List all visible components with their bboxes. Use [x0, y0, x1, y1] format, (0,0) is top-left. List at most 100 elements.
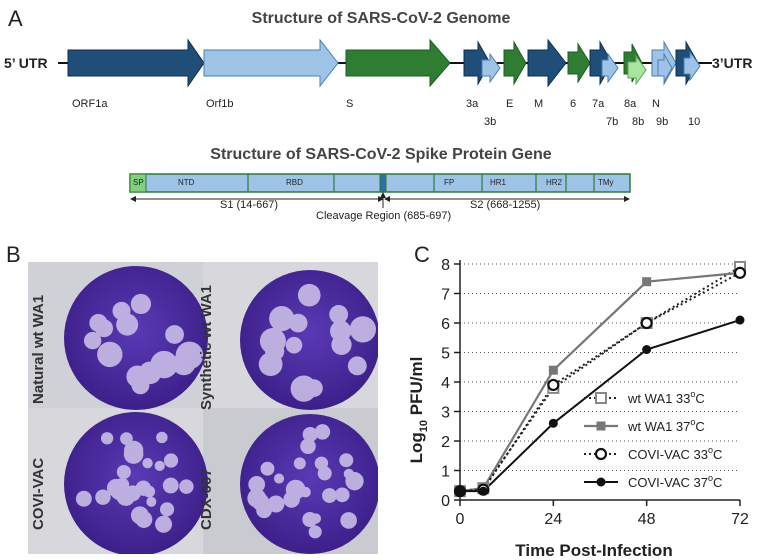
- y-axis-label-sub: 10: [418, 420, 430, 432]
- legend-label-end: C: [713, 447, 722, 462]
- plaque: [331, 334, 352, 355]
- legend-label-sup: o: [690, 389, 695, 399]
- domain-label-hr1: HR1: [490, 178, 507, 187]
- x-tick-label: 72: [731, 511, 749, 528]
- domain-label-sp: SP: [133, 178, 144, 187]
- plaque: [138, 361, 162, 385]
- plaque: [142, 457, 153, 469]
- y-tick-label: 8: [441, 257, 450, 274]
- legend-label-main: wt WA1 33: [627, 391, 690, 406]
- plaque: [308, 525, 322, 539]
- plaque: [285, 336, 303, 354]
- plaque: [248, 475, 266, 493]
- plaque: [116, 465, 131, 480]
- legend-label-end: C: [713, 475, 722, 490]
- x-tick-label: 0: [456, 511, 465, 528]
- plaque: [293, 457, 306, 470]
- legend-label-end: C: [695, 419, 704, 434]
- plaque: [273, 473, 285, 484]
- plaque: [156, 431, 168, 444]
- gene-label-7a: 7a: [592, 98, 605, 110]
- gene-e-arrow: [503, 40, 527, 86]
- plaque: [349, 316, 377, 343]
- plaque: [269, 306, 295, 332]
- y-tick-label: 0: [441, 493, 450, 510]
- legend-marker-2: [594, 447, 608, 461]
- plaque: [100, 432, 114, 445]
- plaque: [349, 475, 362, 488]
- plaque: [155, 515, 173, 533]
- x-tick-label: 24: [544, 511, 562, 528]
- plaque: [265, 341, 285, 361]
- plaque: [310, 513, 322, 524]
- s1-label: S1 (14-667): [220, 199, 279, 211]
- gene-label-8a: 8a: [624, 98, 637, 110]
- legend-label-end: C: [695, 391, 704, 406]
- plaque: [340, 512, 357, 529]
- plate-label-natural: Natural wt WA1: [30, 294, 47, 404]
- data-point-s1: [642, 277, 652, 287]
- genome-title: Structure of SARS-CoV-2 Genome: [251, 10, 511, 27]
- y-tick-label: 2: [441, 434, 450, 451]
- gene-m-arrow: [527, 38, 567, 88]
- plaque: [130, 293, 152, 315]
- plaque: [95, 319, 114, 338]
- plaque: [95, 489, 111, 505]
- legend-marker-0: [595, 392, 607, 404]
- gene-8b-arrow: [627, 54, 647, 86]
- gene-label-6: 6: [570, 98, 577, 110]
- genome-diagram: [58, 38, 712, 88]
- gene-label-8b: 8b: [632, 116, 645, 128]
- plaque: [347, 356, 367, 376]
- y-tick-label: 3: [441, 405, 450, 422]
- gene-label-9b: 9b: [656, 116, 669, 128]
- x-tick-label: 48: [638, 511, 656, 528]
- domain-label-ntd: NTD: [178, 178, 195, 187]
- plaque: [163, 453, 179, 468]
- legend-label-0: wt WA1 33oC: [627, 389, 705, 406]
- gene-label-7b: 7b: [606, 116, 619, 128]
- orf1b-arrow: [203, 38, 339, 88]
- plaque: [317, 466, 332, 481]
- legend-marker-3: [596, 477, 606, 487]
- gene-3b-arrow: [481, 52, 501, 84]
- plaque: [300, 438, 316, 454]
- gene-10b-arrow: [683, 50, 701, 82]
- data-point-s2: [640, 316, 653, 330]
- panel-label-a: A: [8, 6, 23, 31]
- gene-9b-arrow: [657, 52, 673, 84]
- panel-label-c: C: [414, 242, 430, 267]
- cleavage-mark: [379, 173, 387, 193]
- plates-image: [28, 262, 378, 554]
- plaque: [267, 495, 285, 513]
- plate-label-cdx-007: CDX-007: [198, 468, 215, 530]
- plaque: [112, 301, 131, 320]
- data-point-s3: [478, 486, 488, 496]
- panel-label-b: B: [6, 242, 21, 267]
- gene-label-orf1b: Orf1b: [206, 98, 234, 110]
- gene-label-n: N: [652, 98, 660, 110]
- plaque: [260, 461, 275, 476]
- y-tick-label: 6: [441, 316, 450, 333]
- gene-6-arrow: [567, 42, 591, 84]
- plaque: [124, 485, 141, 502]
- legend-label-sup: o: [708, 473, 713, 483]
- y-tick-label: 4: [441, 375, 450, 392]
- data-point-s3: [548, 418, 558, 428]
- orf1a-arrow: [67, 38, 205, 88]
- legend-label-sup: o: [708, 445, 713, 455]
- y-tick-label: 7: [441, 287, 450, 304]
- plaque: [283, 491, 300, 508]
- gene-label-3a: 3a: [466, 98, 479, 110]
- plaque: [130, 506, 149, 525]
- data-point-s2: [547, 378, 560, 392]
- plaque: [123, 440, 144, 461]
- s2-label: S2 (668-1255): [470, 199, 541, 211]
- plaque: [175, 341, 204, 370]
- plaque: [97, 341, 123, 368]
- y-tick-label: 5: [441, 346, 450, 363]
- gene-label-3b: 3b: [484, 116, 497, 128]
- plaque: [162, 477, 179, 494]
- plaque: [146, 496, 157, 507]
- data-point-s2: [733, 266, 747, 279]
